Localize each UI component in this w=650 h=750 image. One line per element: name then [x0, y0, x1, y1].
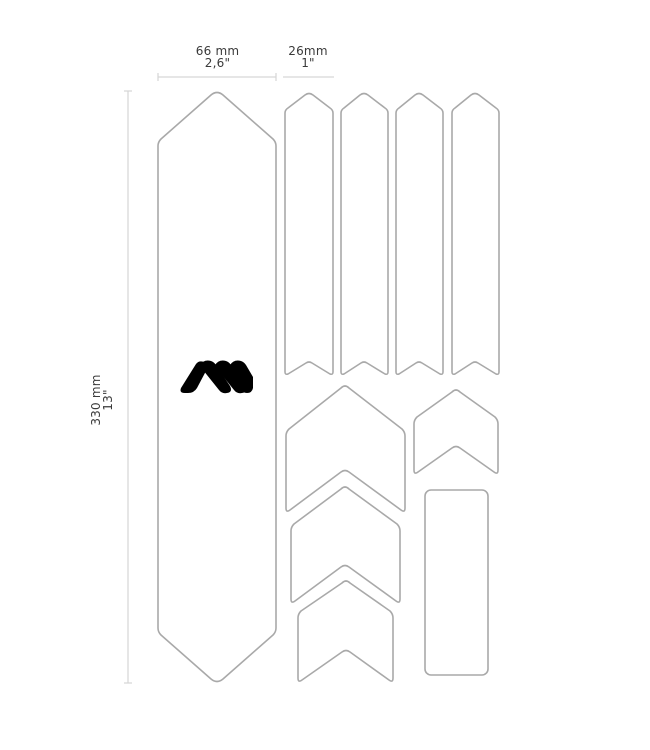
height-label: 330 mm 13"	[89, 360, 115, 440]
logo-bar-3	[229, 360, 253, 393]
brand-logo	[180, 360, 253, 394]
dimension-lines	[124, 73, 334, 684]
chevron-large	[285, 385, 406, 512]
strip-3	[395, 92, 444, 376]
width-large-metric: 66 mm	[195, 44, 240, 58]
logo-bar-left	[180, 361, 208, 393]
width-large-imperial: 2,6"	[204, 56, 231, 70]
chevron-small-bottom	[297, 580, 394, 682]
width-strip-imperial: 1"	[301, 56, 315, 70]
strip-4	[451, 92, 500, 376]
logo-bar-1	[199, 360, 231, 394]
chevron-small-right	[413, 389, 499, 474]
strip-2	[340, 92, 389, 376]
strips	[284, 92, 500, 376]
chevrons	[285, 385, 499, 682]
strip-1	[284, 92, 334, 376]
width-label-large: 66 mm 2,6"	[180, 45, 255, 69]
height-imperial: 13"	[101, 389, 115, 411]
rectangle	[424, 489, 489, 676]
width-label-strip: 26mm 1"	[278, 45, 338, 69]
width-strip-metric: 26mm	[288, 44, 328, 58]
chevron-medium	[290, 486, 401, 603]
logo-bar-2	[214, 360, 246, 394]
